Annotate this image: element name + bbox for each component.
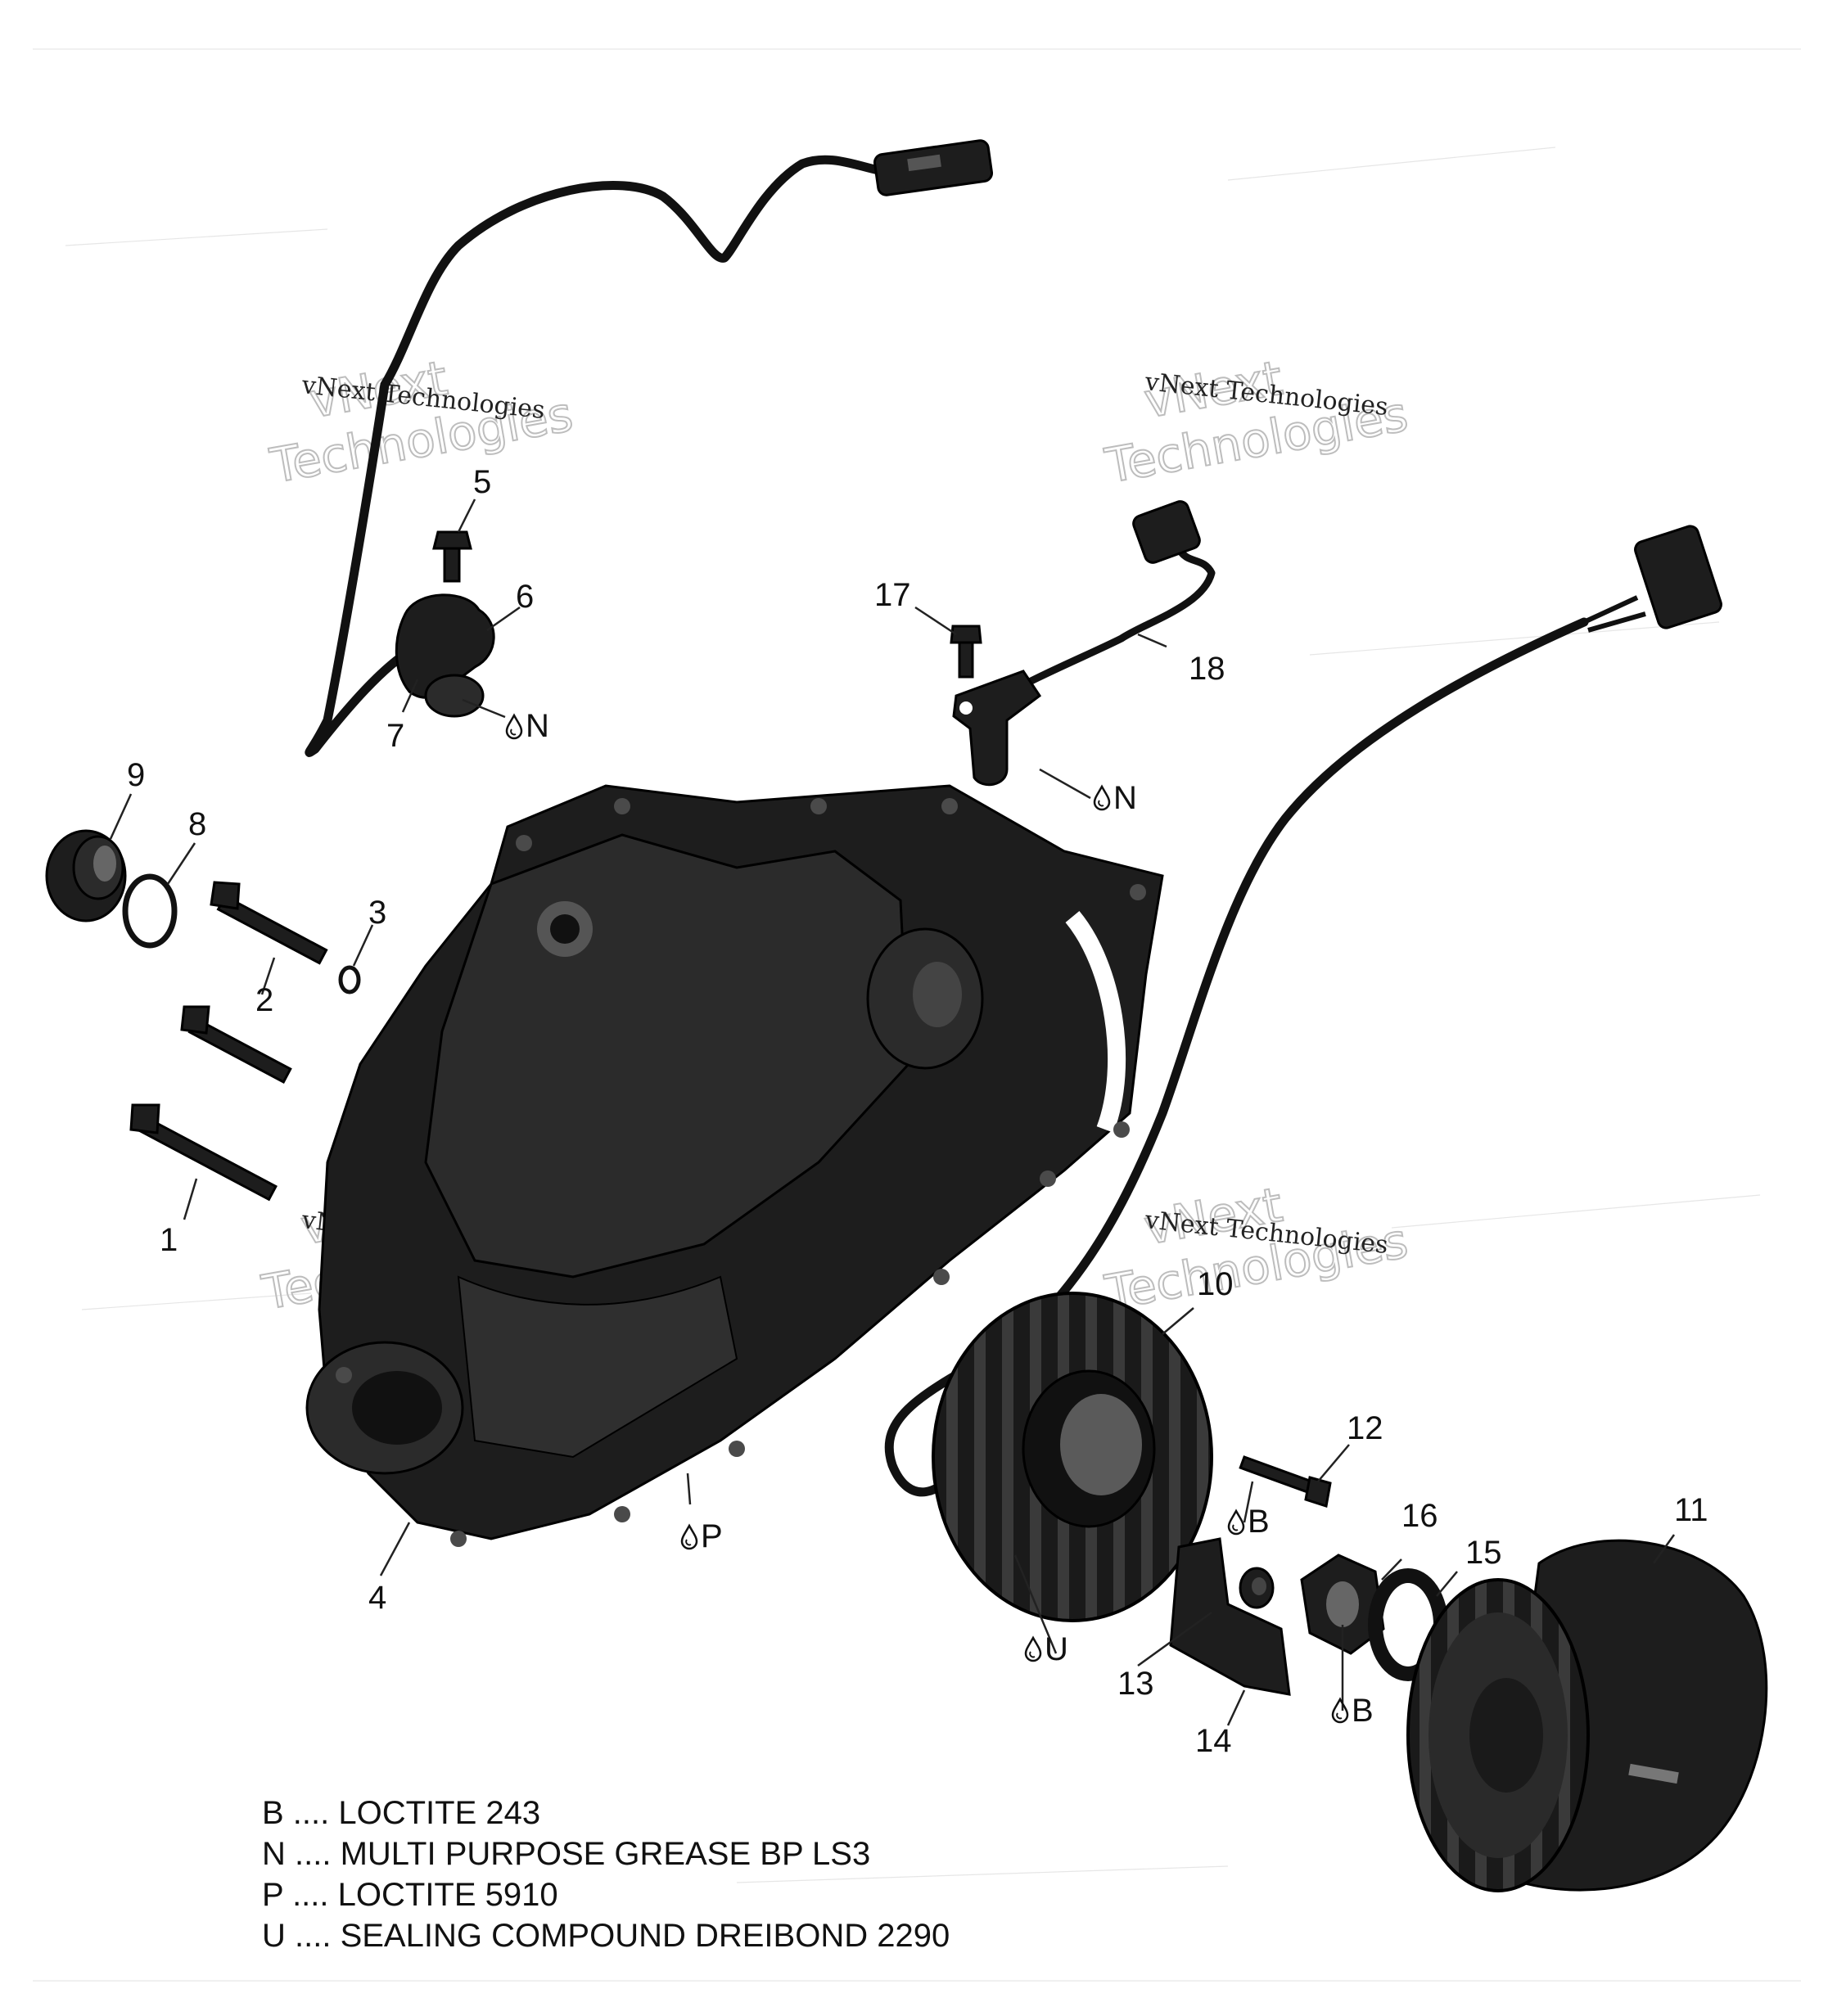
callout-3: 3 [368, 895, 386, 931]
chem-mark-n-18: N [1093, 780, 1137, 816]
part-12-bolt [1239, 1455, 1332, 1508]
chem-mark-n-6: N [505, 708, 549, 744]
svg-text:U: U [1045, 1631, 1068, 1667]
callout-1: 1 [160, 1222, 178, 1258]
callout-10: 10 [1197, 1266, 1234, 1302]
part-3-o-ring [338, 965, 361, 994]
part-10-stator [932, 1292, 1213, 1622]
legend-row-p: P .... LOCTITE 5910 [262, 1877, 558, 1913]
callout-2: 2 [255, 982, 273, 1018]
drop-icon [505, 714, 523, 740]
part-14-plate [1169, 1537, 1291, 1696]
part-2-bolt-lower [180, 1005, 292, 1084]
callout-5: 5 [473, 464, 491, 500]
callout-4: 4 [368, 1580, 386, 1616]
callout-6: 6 [516, 579, 534, 615]
callout-9: 9 [127, 757, 145, 793]
svg-text:B: B [1248, 1504, 1270, 1540]
chemicals-legend: B .... LOCTITE 243 N .... MULTI PURPOSE … [262, 1793, 950, 1956]
chem-mark-b-12: B [1227, 1504, 1270, 1540]
drop-icon [680, 1524, 698, 1550]
callout-18: 18 [1189, 651, 1225, 687]
callout-16: 16 [1401, 1498, 1438, 1534]
callout-8: 8 [188, 806, 206, 842]
part-16-nut [1300, 1554, 1385, 1655]
part-13-spacer [1239, 1567, 1275, 1609]
part-1-bolt [129, 1103, 278, 1202]
part-18-sensor-harness [952, 500, 1216, 787]
svg-text:B: B [1352, 1693, 1374, 1729]
leader-lines [109, 498, 1676, 1726]
part-8-o-ring [122, 873, 178, 949]
legend-row-n: N .... MULTI PURPOSE GREASE BP LS3 [262, 1836, 871, 1872]
part-5-bolt [432, 530, 472, 583]
drop-icon [1093, 785, 1111, 811]
callout-15: 15 [1465, 1535, 1502, 1571]
drop-icon [1331, 1698, 1349, 1724]
stator-harness [884, 525, 1722, 1497]
part-6-sensor [395, 593, 495, 718]
part-2-bolt-upper [210, 881, 328, 965]
callouts: 1 2 3 4 5 6 7 8 9 10 11 12 13 14 15 16 1… [127, 464, 1708, 1759]
svg-text:P: P [701, 1518, 723, 1554]
callout-13: 13 [1117, 1666, 1154, 1702]
part-4-magneto-cover [305, 784, 1164, 1547]
part-9-seal [45, 829, 127, 922]
callout-17: 17 [874, 577, 911, 613]
background-hatching [33, 48, 1801, 1982]
part-7-sensor-harness [305, 139, 994, 757]
svg-text:N: N [526, 708, 549, 744]
chem-mark-u: U [1024, 1631, 1068, 1667]
chem-mark-b-16: B [1331, 1693, 1374, 1729]
callout-14: 14 [1195, 1723, 1232, 1759]
part-11-rotor [1406, 1539, 1768, 1892]
chem-mark-p: P [680, 1518, 723, 1554]
callout-7: 7 [386, 718, 404, 754]
drop-icon [1024, 1636, 1042, 1662]
part-17-bolt [950, 625, 982, 679]
legend-row-u: U .... SEALING COMPOUND DREIBOND 2290 [262, 1918, 950, 1954]
legend-row-b: B .... LOCTITE 243 [262, 1795, 541, 1831]
drop-icon [1227, 1509, 1245, 1536]
svg-text:N: N [1113, 780, 1137, 816]
chemical-marks: N N P B U B [505, 708, 1374, 1729]
callout-12: 12 [1347, 1410, 1383, 1446]
callout-11: 11 [1674, 1492, 1708, 1528]
